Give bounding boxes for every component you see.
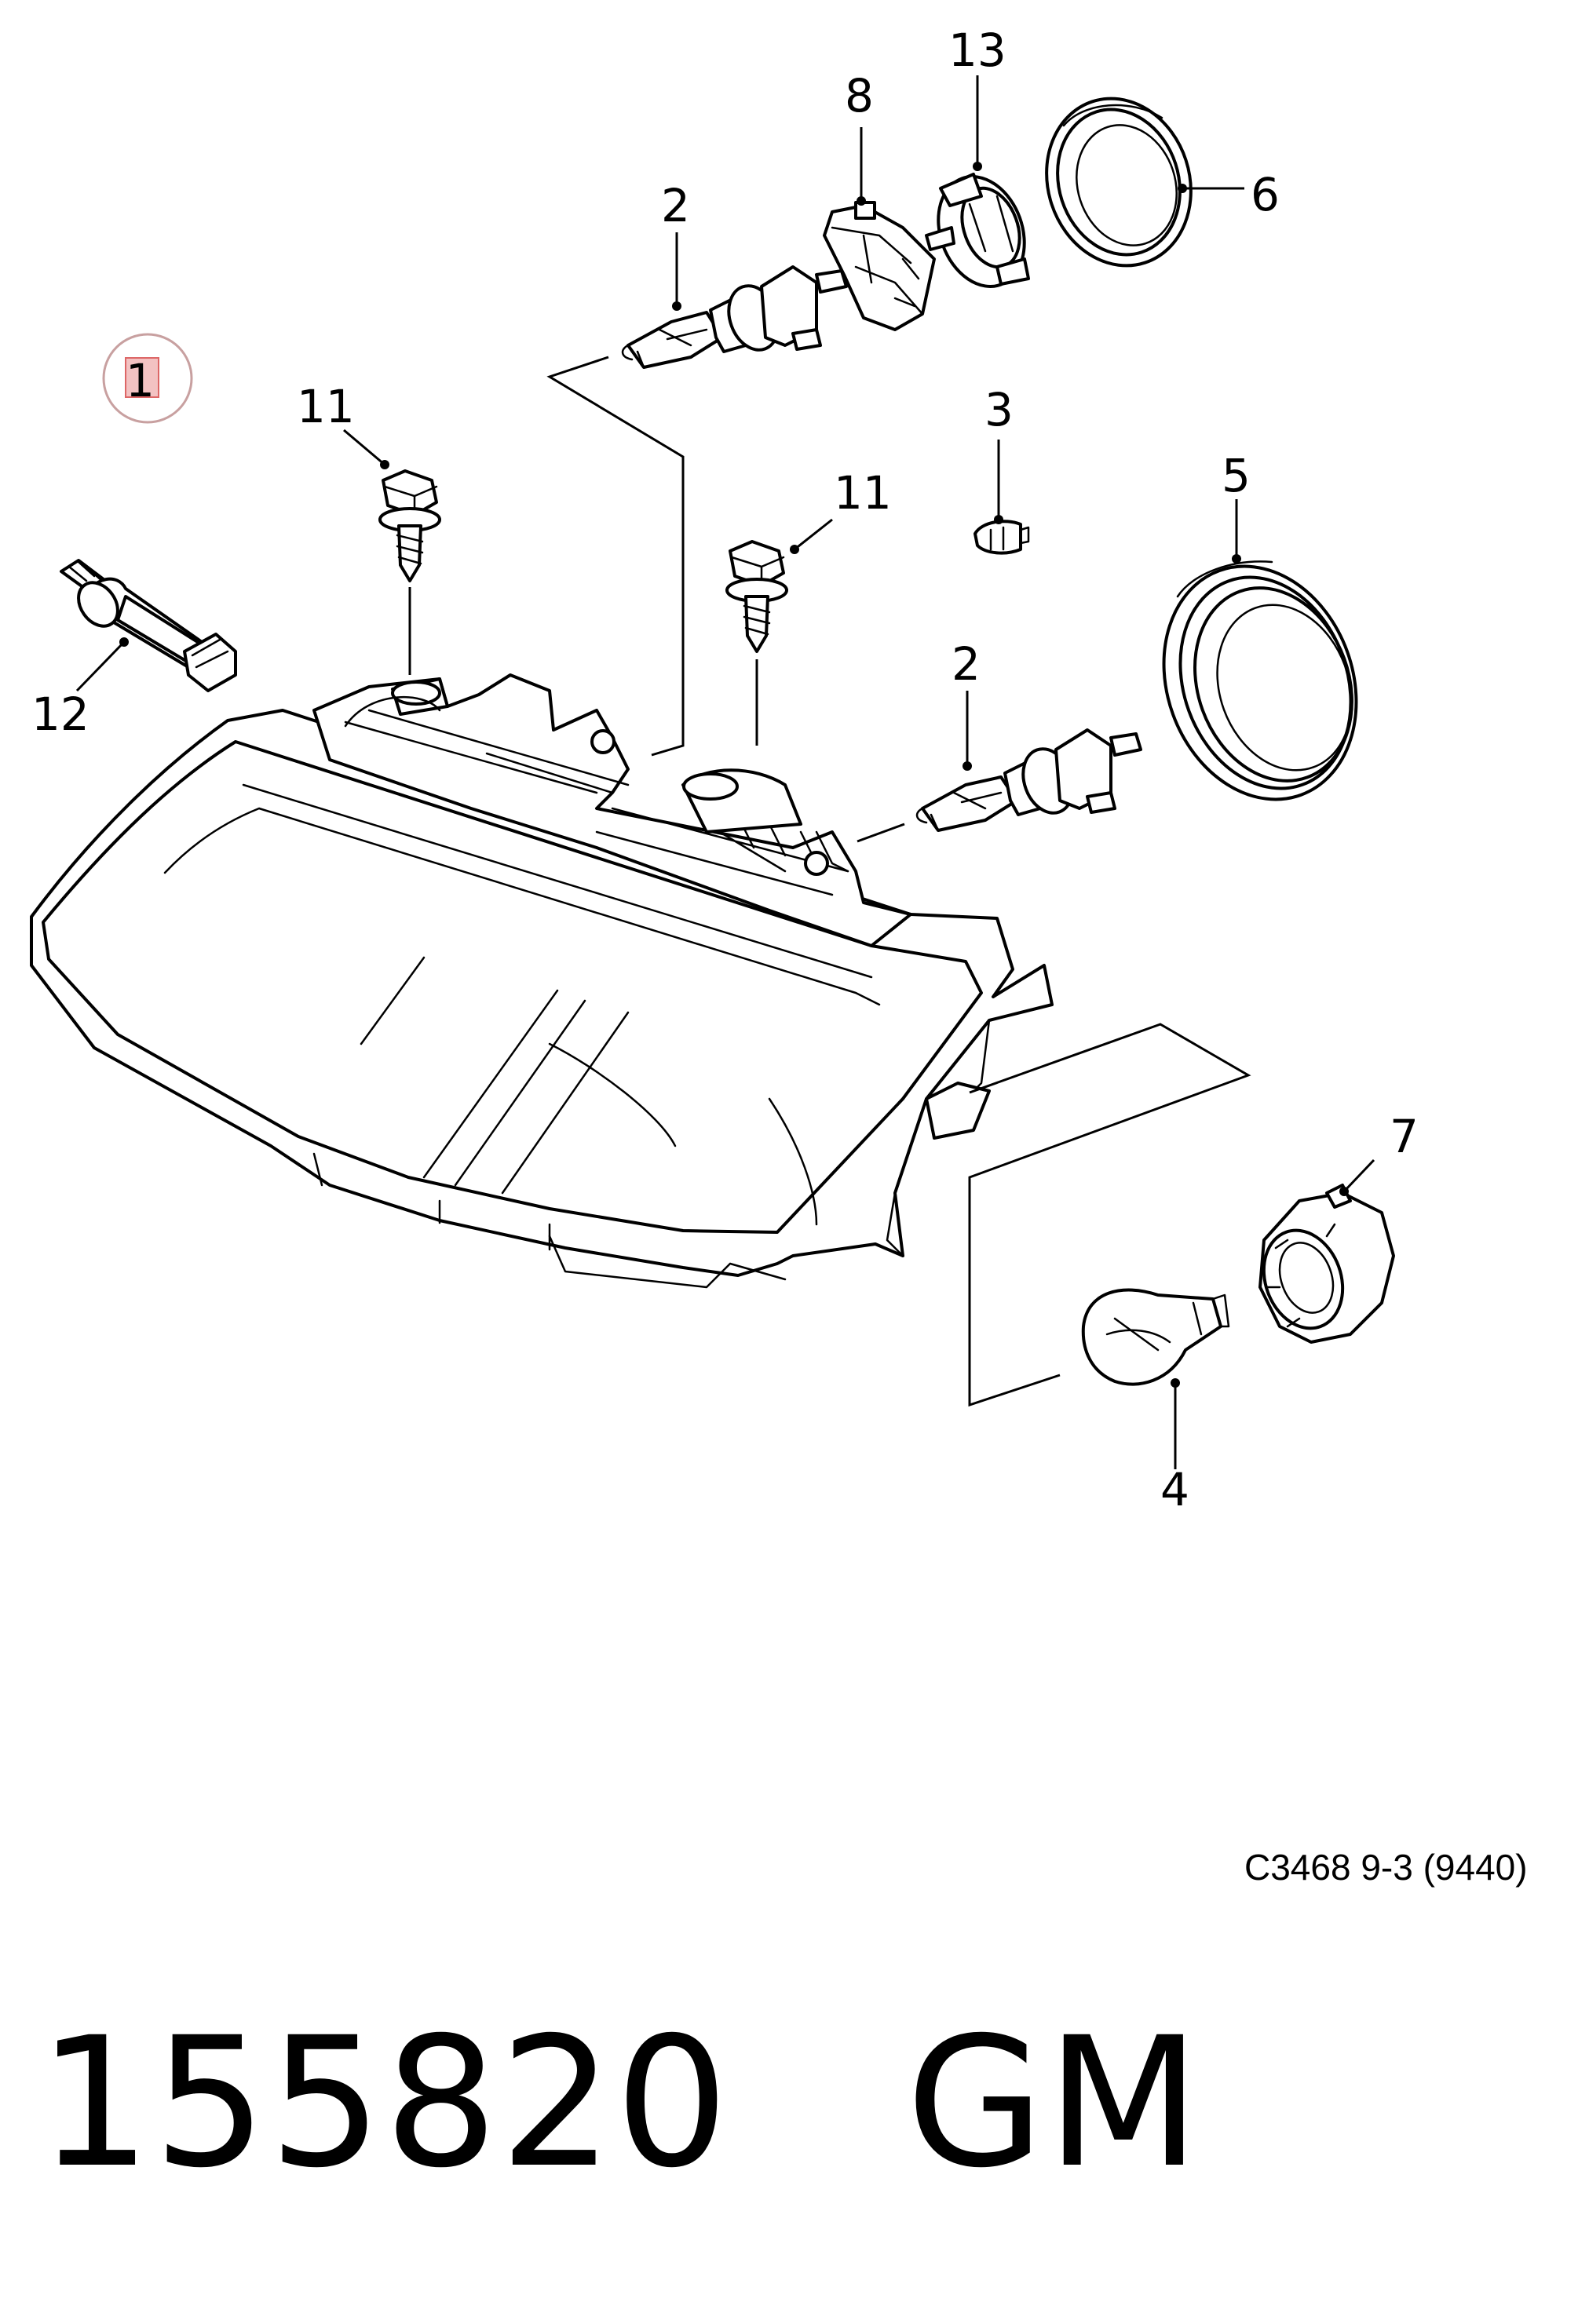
callout-13-label: 13 xyxy=(948,24,1006,77)
callout-8-label: 8 xyxy=(845,69,874,122)
callout-3-label: 3 xyxy=(984,383,1014,436)
upper-bulb-bracket xyxy=(546,356,685,757)
part-6-cover-cap xyxy=(1045,97,1193,268)
callout-2-upper[interactable]: 2 xyxy=(661,179,690,311)
callout-2-upper-label: 2 xyxy=(661,179,690,232)
part-11-screw-right xyxy=(725,540,788,746)
callout-5-label: 5 xyxy=(1222,449,1251,502)
callout-3[interactable]: 3 xyxy=(984,383,1014,524)
callout-8[interactable]: 8 xyxy=(845,69,874,206)
figure-reference: C3468 9-3 (9440) xyxy=(1244,1847,1528,1888)
callout-1-label: 1 xyxy=(126,354,155,407)
callout-2-lower-label: 2 xyxy=(952,637,981,691)
callout-7[interactable]: 7 xyxy=(1339,1110,1419,1196)
callout-7-label: 7 xyxy=(1390,1110,1419,1163)
callout-11-left[interactable]: 11 xyxy=(297,380,389,469)
part-8-bulb-retainer xyxy=(823,201,936,331)
part-12-adjuster-bolt xyxy=(60,559,237,692)
callout-12[interactable]: 12 xyxy=(31,637,129,741)
callout-13[interactable]: 13 xyxy=(948,24,1006,171)
callout-2-lower[interactable]: 2 xyxy=(952,637,981,771)
lower-bulb-bracket xyxy=(968,1023,1251,1407)
part-13-retaining-ring xyxy=(925,173,1030,288)
callout-6[interactable]: 6 xyxy=(1178,168,1280,221)
part-4-indicator-bulb xyxy=(1081,1288,1230,1386)
part-number-label: 155820 GM xyxy=(38,1998,1203,2207)
callout-11-left-label: 11 xyxy=(297,380,355,433)
part-7-bulb-socket xyxy=(1258,1184,1395,1344)
callout-11-right-label: 11 xyxy=(834,466,892,520)
callout-4[interactable]: 4 xyxy=(1160,1378,1189,1516)
callout-6-label: 6 xyxy=(1251,168,1280,221)
callout-5[interactable]: 5 xyxy=(1222,449,1251,564)
part-5-large-cover xyxy=(1162,560,1358,801)
part-11-screw-left xyxy=(378,469,441,675)
headlamp-housing xyxy=(30,673,1054,1289)
callout-1-marker[interactable]: 1 xyxy=(102,333,193,424)
callout-4-label: 4 xyxy=(1160,1463,1189,1516)
callout-12-label: 12 xyxy=(31,688,89,741)
part-2-bulb-upper xyxy=(621,265,848,369)
part-3-small-bulb xyxy=(973,520,1030,555)
callout-11-right[interactable]: 11 xyxy=(790,466,892,554)
part-2-bulb-lower xyxy=(857,728,1142,843)
